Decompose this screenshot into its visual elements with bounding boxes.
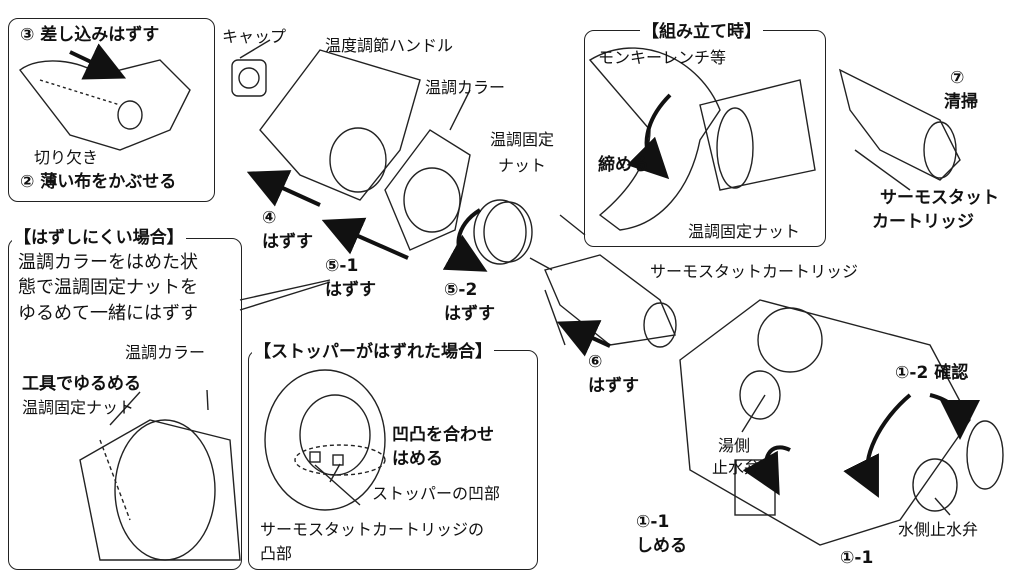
- cartridge-sketch: [529, 254, 677, 348]
- fix-nut-label-1: 温調固定: [490, 130, 555, 149]
- assembly-title: 【組み立て時】: [640, 22, 763, 42]
- fix-nut-label-2: ナット: [498, 156, 547, 175]
- step-5-1-number: ⑤-1: [325, 256, 359, 276]
- cartridge-bold-1: サーモスタット: [880, 188, 999, 208]
- tighten-label: 締める: [598, 155, 649, 175]
- loosen-label: 工具でゆるめる: [22, 374, 141, 394]
- close-label: しめる: [636, 536, 687, 556]
- faucet-body-sketch: [679, 299, 1004, 546]
- cap-sketch: [231, 59, 267, 97]
- boss-line-1: サーモスタットカートリッジの: [260, 520, 485, 539]
- recess-label: ストッパーの凹部: [372, 484, 501, 503]
- notch-label: 切り欠き: [34, 148, 99, 167]
- loosen-sketch: [79, 419, 241, 561]
- clean-cartridge-sketch: [838, 68, 961, 191]
- wrench-label: モンキーレンチ等: [598, 48, 727, 67]
- step-5-2-label: はずす: [444, 304, 495, 324]
- handle-label: 温度調節ハンドル: [325, 36, 454, 55]
- cartridge-bold-2: カートリッジ: [872, 212, 974, 232]
- close-number-2: ①-1: [840, 548, 874, 568]
- align-line-2: はめる: [392, 449, 443, 469]
- step-6-number: ⑥: [588, 352, 603, 372]
- cap-label: キャップ: [222, 27, 287, 46]
- stopper-sketch: [264, 369, 386, 511]
- hard-nut-label: 温調固定ナット: [22, 398, 135, 417]
- hard-line-2: 態で温調固定ナットを: [18, 277, 198, 298]
- hot-valve-label-2: 止水弁: [712, 458, 761, 477]
- assembly-nut-label: 温調固定ナット: [688, 222, 801, 241]
- close-number: ①-1: [636, 512, 670, 532]
- step-5-2-number: ⑤-2: [444, 280, 478, 300]
- confirm-label: ①-2 確認: [895, 363, 969, 383]
- step-3-label: ③ 差し込みはずす: [20, 25, 160, 45]
- clean-number: ⑦: [950, 68, 965, 88]
- hard-collar-label: 温調カラー: [125, 343, 206, 362]
- hot-valve-label-1: 湯側: [718, 436, 751, 455]
- hard-line-3: ゆるめて一緒にはずす: [18, 303, 198, 324]
- hard-title: 【はずしにくい場合】: [12, 228, 186, 248]
- hard-line-1: 温調カラーをはめた状: [18, 252, 198, 273]
- cartridge-label: サーモスタットカートリッジ: [650, 262, 859, 281]
- collar-label: 温調カラー: [425, 78, 506, 97]
- boss-line-2: 凸部: [260, 544, 293, 563]
- step-4-label: はずす: [262, 232, 313, 252]
- stopper-title: 【ストッパーがはずれた場合】: [252, 342, 494, 362]
- collar-sketch: [384, 129, 471, 251]
- cold-valve-label: 水側止水弁: [898, 520, 979, 539]
- step-6-label: はずす: [588, 376, 639, 396]
- step-5-1-label: はずす: [325, 280, 376, 300]
- clean-label: 清掃: [944, 92, 978, 112]
- handle-sketch: [259, 49, 421, 201]
- step-2-label: ② 薄い布をかぶせる: [20, 172, 177, 192]
- nut-sketch: [473, 199, 527, 265]
- align-line-1: 凹凸を合わせ: [392, 425, 494, 445]
- panel-remove-insert: [8, 18, 215, 202]
- step-4-number: ④: [262, 208, 277, 228]
